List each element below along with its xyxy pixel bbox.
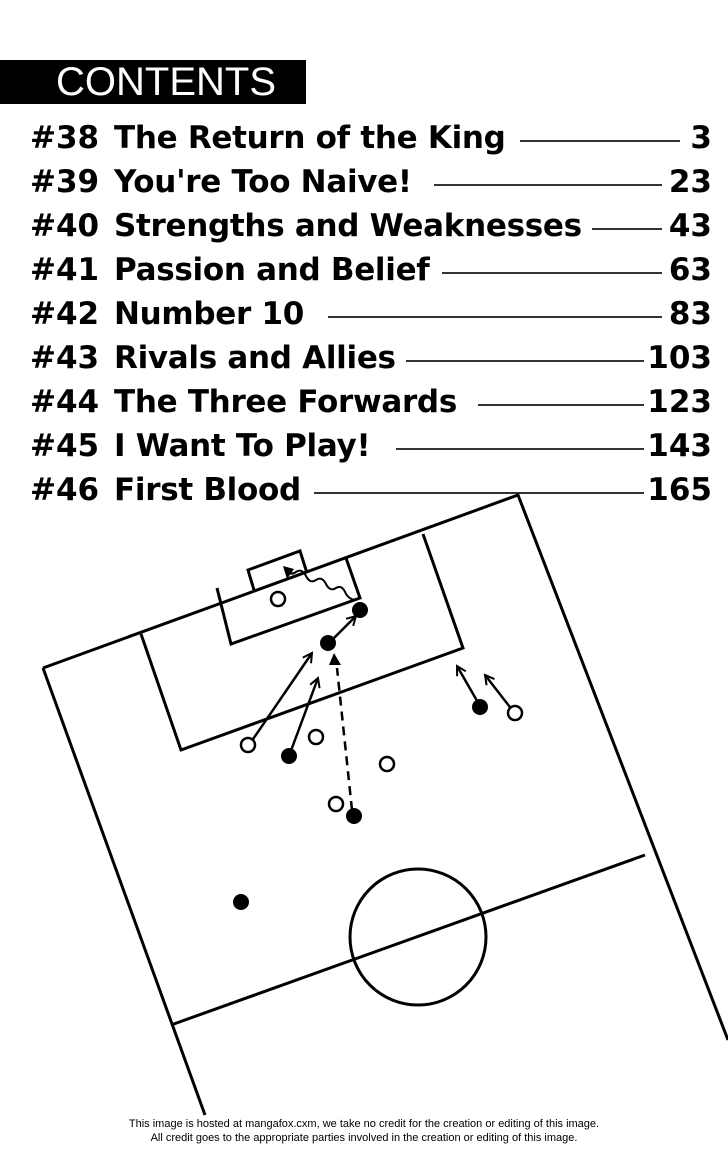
- toc-entry: #41 Passion and Belief 63: [0, 248, 728, 292]
- leader-line: [314, 492, 644, 494]
- chapter-number: #45: [30, 428, 100, 464]
- contents-title: CONTENTS: [56, 60, 276, 104]
- chapter-title: Number 10: [114, 296, 305, 332]
- player-filled: [352, 602, 368, 618]
- chapter-number: #41: [30, 252, 100, 288]
- chapter-title: The Return of the King: [114, 120, 506, 156]
- pitch-left-touchline: [41, 667, 207, 1116]
- toc-entry: #42 Number 10 83: [0, 292, 728, 336]
- toc-entry: #38 The Return of the King 3: [0, 116, 728, 160]
- chapter-page: 43: [668, 208, 712, 244]
- chapter-page: 23: [668, 164, 712, 200]
- chapter-title: You're Too Naive!: [114, 164, 412, 200]
- player-filled: [472, 699, 488, 715]
- player-hollow: [307, 728, 325, 746]
- player-hollow: [327, 795, 345, 813]
- toc-entry: #39 You're Too Naive! 23: [0, 160, 728, 204]
- shot-squiggle: [285, 569, 357, 601]
- hosting-disclaimer: This image is hosted at mangafox.cxm, we…: [0, 1117, 728, 1145]
- leader-line: [396, 448, 644, 450]
- chapter-page: 143: [647, 428, 712, 464]
- chapter-number: #46: [30, 472, 100, 508]
- toc-entry: #46 First Blood 165: [0, 468, 728, 512]
- player-hollow: [378, 755, 396, 773]
- chapter-title: The Three Forwards: [114, 384, 457, 420]
- leader-line: [434, 184, 662, 186]
- player-filled: [346, 808, 362, 824]
- ball-triangle: [329, 653, 341, 665]
- team-filled: [233, 602, 488, 910]
- disclaimer-line-1: This image is hosted at mangafox.cxm, we…: [128, 1118, 600, 1130]
- player-filled: [281, 748, 297, 764]
- team-hollow: [239, 590, 524, 813]
- penalty-area: [139, 533, 465, 752]
- toc-entry: #43 Rivals and Allies 103: [0, 336, 728, 380]
- player-filled: [233, 894, 249, 910]
- chapter-page: 103: [647, 340, 712, 376]
- toc-entry: #40 Strengths and Weaknesses 43: [0, 204, 728, 248]
- chapter-number: #42: [30, 296, 100, 332]
- run-arrow: [247, 653, 312, 746]
- player-filled: [320, 635, 336, 651]
- player-hollow: [506, 704, 524, 722]
- chapter-number: #44: [30, 384, 100, 420]
- chapter-number: #39: [30, 164, 100, 200]
- soccer-pitch-diagram: [41, 493, 728, 1116]
- chapter-title: Rivals and Allies: [114, 340, 396, 376]
- run-arrow: [287, 678, 318, 757]
- chapter-page: 83: [668, 296, 712, 332]
- chapter-number: #40: [30, 208, 100, 244]
- goal: [246, 549, 309, 591]
- chapter-title: Strengths and Weaknesses: [114, 208, 582, 244]
- leader-line: [442, 272, 662, 274]
- chapter-title: First Blood: [114, 472, 301, 508]
- chapter-page: 165: [647, 472, 712, 508]
- dashed-pass-line: [335, 667, 354, 811]
- toc-entry: #44 The Three Forwards 123: [0, 380, 728, 424]
- player-hollow: [269, 590, 287, 608]
- leader-line: [406, 360, 644, 362]
- halfway-line: [170, 853, 646, 1027]
- leader-line: [478, 404, 644, 406]
- center-circle: [348, 867, 488, 1007]
- run-arrow: [455, 666, 482, 707]
- goal-area: [215, 557, 362, 646]
- leader-line: [520, 140, 680, 142]
- contents-header-bar: [0, 60, 306, 104]
- chapter-number: #43: [30, 340, 100, 376]
- chapter-title: Passion and Belief: [114, 252, 430, 288]
- chapter-page: 63: [668, 252, 712, 288]
- chapter-title: I Want To Play!: [114, 428, 371, 464]
- run-arrow: [485, 675, 514, 712]
- pass-arrow: [329, 616, 356, 643]
- pitch-outline: [42, 493, 728, 1041]
- chapter-page: 3: [690, 120, 712, 156]
- chapter-page: 123: [647, 384, 712, 420]
- toc-entry: #45 I Want To Play! 143: [0, 424, 728, 468]
- leader-line: [328, 316, 662, 318]
- disclaimer-line-2: All credit goes to the appropriate parti…: [150, 1132, 578, 1144]
- leader-line: [592, 228, 662, 230]
- player-hollow: [239, 736, 257, 754]
- chapter-number: #38: [30, 120, 100, 156]
- shot-arrowhead: [283, 566, 294, 579]
